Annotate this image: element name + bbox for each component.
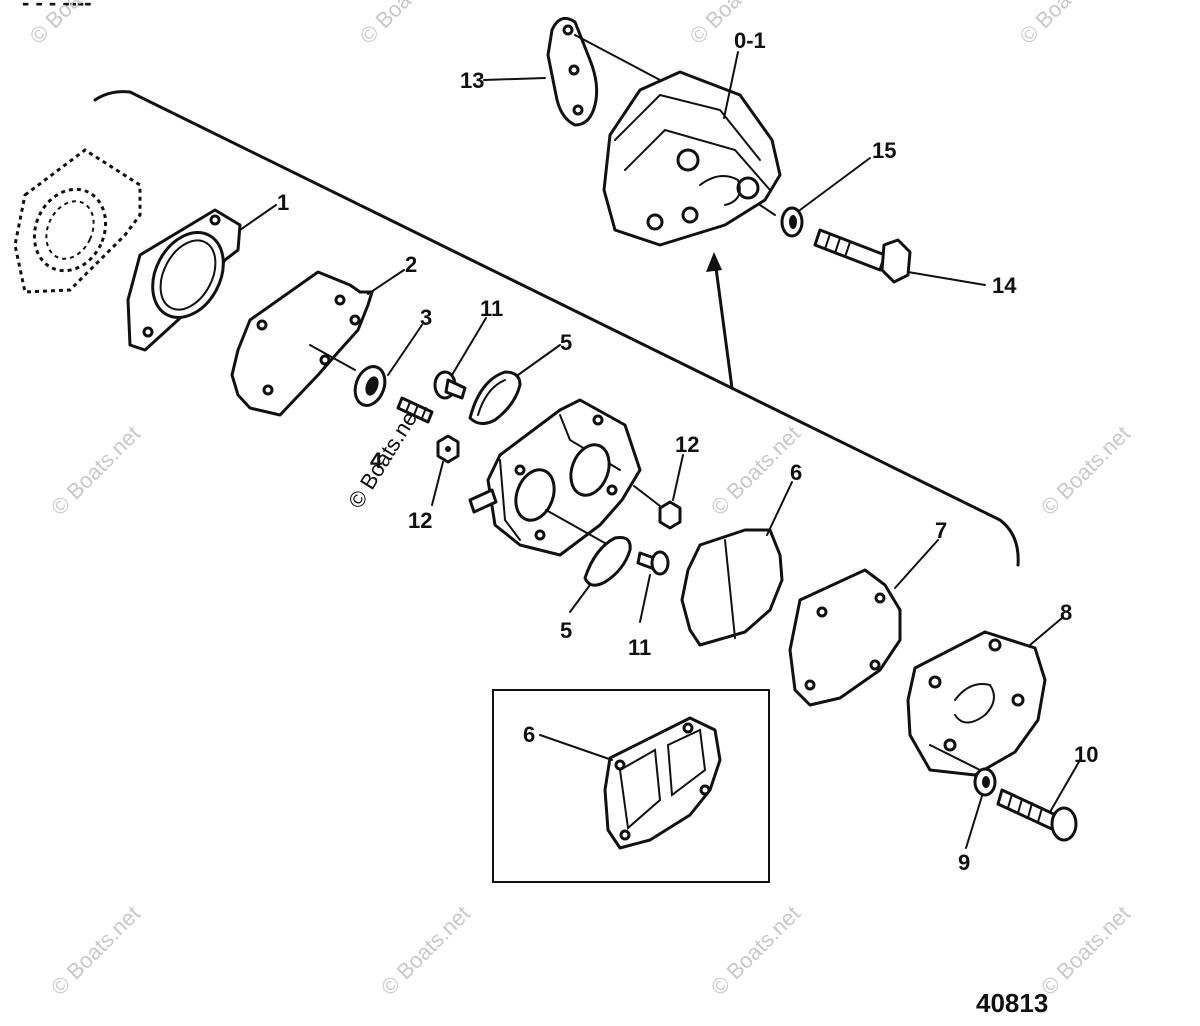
gasket-part-13 (546, 16, 661, 127)
screw-part-10 (996, 788, 1078, 842)
cover-part-7 (788, 568, 902, 707)
watermark: © Boats.net (376, 901, 475, 1000)
callout-15: 15 (872, 138, 896, 163)
callout-14: 14 (992, 273, 1017, 298)
watermark: © Boats.net (46, 421, 145, 520)
inset-box (492, 689, 770, 883)
assembly-arrow (706, 252, 734, 390)
watermark: © Boats.net (1015, 0, 1114, 49)
stud-part-4 (396, 396, 434, 424)
figure-number: 40813 (976, 988, 1048, 1018)
nut-part-12-left (436, 434, 460, 464)
retainer-part-5-bottom (583, 536, 632, 587)
watermark-overlay: © Boats.net (343, 402, 425, 513)
callouts: 0-1 13 15 14 1 2 3 4 11 5 12 12 6 5 11 7… (277, 28, 1098, 875)
callout-8: 8 (1060, 600, 1072, 625)
callout-12-right: 12 (675, 432, 699, 457)
watermark: © Boats.net (46, 901, 145, 1000)
bolt-part-14 (813, 228, 912, 284)
callout-0-1: 0-1 (734, 28, 766, 53)
callout-9: 9 (958, 850, 970, 875)
assembly-bracket (93, 90, 1020, 567)
assembled-pump-0-1 (602, 70, 782, 247)
watermark: © Boats.net (1036, 901, 1135, 1000)
callout-2: 2 (405, 252, 417, 277)
check-valve-part-3 (353, 365, 387, 407)
screw-part-11-bottom (636, 550, 670, 576)
callout-11-bottom: 11 (628, 635, 651, 660)
end-cover-part-8 (906, 630, 1047, 777)
gasket-part-6 (680, 528, 784, 647)
callout-4: 4 (370, 448, 383, 473)
callout-11-top: 11 (480, 296, 503, 321)
callout-3: 3 (420, 305, 432, 330)
callout-12-left: 12 (408, 508, 432, 533)
gasket-part-1 (126, 208, 242, 352)
callout-7: 7 (935, 518, 947, 543)
watermark: © Boats.net (706, 901, 805, 1000)
callout-5-bottom: 5 (560, 618, 572, 643)
callout-1: 1 (277, 190, 289, 215)
diaphragm-part-2 (230, 270, 374, 417)
header-text: - - - ---- (22, 0, 92, 15)
nut-part-12-right (633, 485, 682, 530)
engine-flange-dashed (13, 148, 142, 294)
washer-part-15 (780, 206, 804, 238)
callout-6-inset: 6 (523, 722, 535, 747)
watermark: © Boats.net (1036, 421, 1135, 520)
retainer-part-5-top (468, 370, 522, 425)
watermark: © Boats.net (355, 0, 454, 49)
callout-13: 13 (460, 68, 484, 93)
washer-part-9 (973, 767, 997, 797)
callout-5-top: 5 (560, 330, 572, 355)
leader-lines (239, 51, 1081, 849)
screw-part-11-top (433, 370, 467, 400)
callout-6: 6 (790, 460, 802, 485)
callout-10: 10 (1074, 742, 1098, 767)
pump-body (468, 398, 642, 557)
